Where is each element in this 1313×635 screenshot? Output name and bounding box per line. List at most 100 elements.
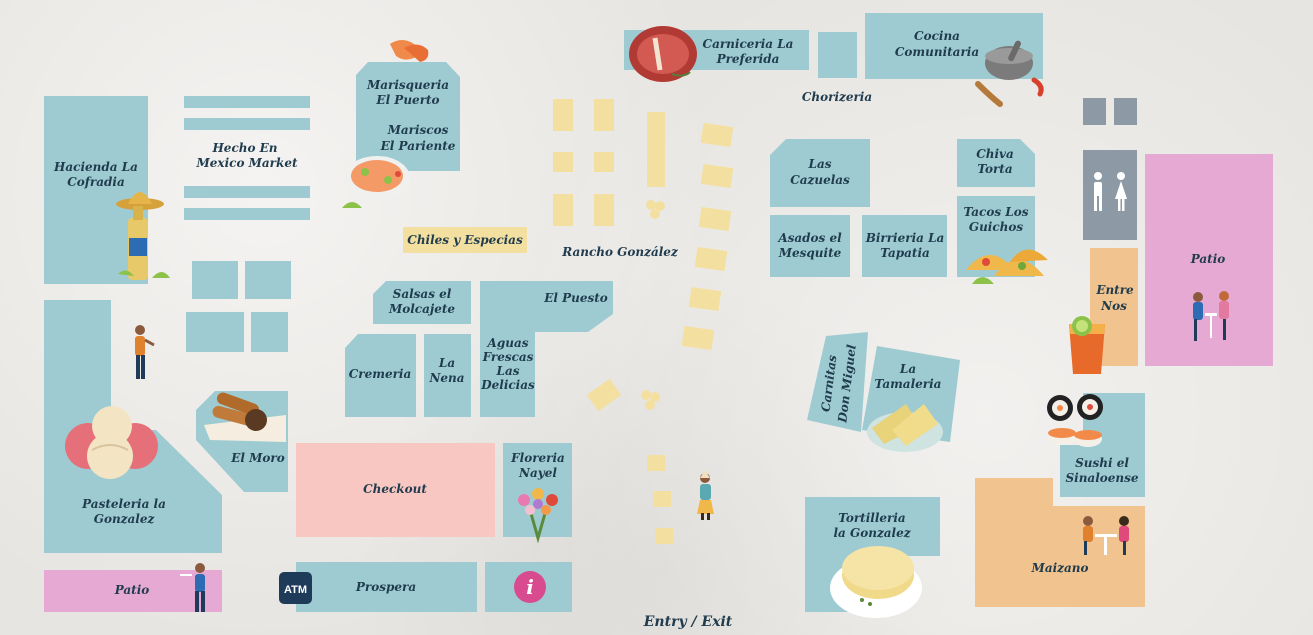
stall-hecho-en-mexico-market[interactable] [184,96,310,220]
label-cremeria: Cremeria [349,367,412,381]
label-chiles: Chiles y Especias [407,233,523,247]
atm-icon[interactable]: ATM [279,572,312,604]
label-entre-2: Nos [1100,299,1127,313]
label-aguas-1: Aguas [487,336,529,350]
checkout-area[interactable] [296,443,495,537]
label-tortilleria-1: Tortilleria [838,511,905,525]
shrimp-icon [390,40,429,62]
patio-left[interactable] [44,570,222,612]
cocktail-icon [1069,316,1105,374]
label-rancho: Rancho González [561,245,679,259]
label-cocina-2: Comunitaria [895,45,979,59]
waiter-icon [180,563,205,612]
stall-sushi-el-sinaloense[interactable] [1060,393,1145,497]
label-patio-left: Patio [114,583,150,597]
tamale-icon [867,404,943,452]
label-tamaleria-2: Tamaleria [875,377,942,391]
tortilla-icon [830,546,922,618]
molcajete-icon [975,40,1044,107]
label-prospera: Prospera [355,580,416,594]
small-stalls-left [186,261,291,352]
label-aguas-2: Frescas [482,350,534,364]
patio-people-icon [1193,291,1229,341]
label-tamaleria-1: La [899,362,916,376]
label-pasteleria-1: Pasteleria la [81,497,166,511]
stall-chorizeria[interactable] [818,32,857,78]
stall-salsas-el-molcajete[interactable] [373,281,471,324]
atm-label: ATM [284,584,307,596]
stall-prospera[interactable] [296,562,477,612]
rancho-gonzalez-crates [553,99,734,544]
label-patio-right: Patio [1190,252,1226,266]
label-asados-1: Asados el [777,231,842,245]
sombrero-bottle-icon [116,192,170,280]
label-floreria-2: Nayel [518,466,557,480]
label-carn-1: Carniceria La [703,37,794,51]
shrimp-plate-icon [342,156,410,208]
stall-asados-el-mesquite[interactable] [770,215,850,277]
stall-chiva-torta[interactable] [957,139,1035,187]
label-cazuelas-2: Cazuelas [790,173,850,187]
label-mariscos-1: Mariscos [387,123,449,137]
stall-cremeria[interactable] [345,334,416,417]
diners-icon [1083,516,1129,555]
label-pasteleria-2: Gonzalez [94,512,156,526]
label-tacos-2: Guichos [969,220,1024,234]
label-hacienda-2: Cofradia [67,175,125,189]
restrooms[interactable] [1083,150,1137,240]
stall-maizano[interactable] [975,478,1145,607]
label-floreria-1: Floreria [510,451,565,465]
label-cazuelas-1: Las [808,157,832,171]
utility-box-1 [1083,98,1106,125]
stall-marisqueria-el-puerto[interactable] [356,62,460,171]
label-tortilleria-2: la Gonzalez [833,526,911,540]
label-elpuesto: El Puesto [543,291,608,305]
stall-la-nena[interactable] [424,334,471,417]
label-checkout: Checkout [363,482,427,496]
label-elmoro: El Moro [230,451,285,465]
sushi-icon [1047,394,1103,447]
flower-bouquet-icon [518,488,558,544]
label-aguas-4: Delicias [480,378,535,392]
stall-el-puesto[interactable] [480,281,613,417]
stall-birrieria-la-tapatia[interactable] [862,215,947,277]
info-glyph: i [526,575,534,599]
pan-dulce-icon [65,406,158,479]
label-carn-2: Preferida [716,52,780,66]
label-chiva-2: Torta [977,162,1012,176]
label-chiva-1: Chiva [976,147,1014,161]
label-aguas-3: Las [496,364,520,378]
utility-box-2 [1114,98,1137,125]
stall-carnitas-don-miguel[interactable] [807,332,868,432]
label-salsas-1: Salsas el [393,287,452,301]
shopper-icon [697,470,714,520]
label-entry-exit: Entry / Exit [643,614,733,630]
label-sushi-1: Sushi el [1075,456,1129,470]
label-birrieria-1: Birrieria La [865,231,945,245]
label-entre-1: Entre [1095,283,1134,297]
label-maris-1: Marisqueria [366,78,449,92]
taco-icon [966,249,1048,284]
label-maris-2: El Puerto [375,93,439,107]
patio-right[interactable] [1145,154,1273,366]
label-chorizeria: Chorizeria [802,90,872,104]
label-sushi-2: Sinaloense [1065,471,1138,485]
stall-pasteleria-la-gonzalez[interactable] [44,300,222,553]
label-tacos-1: Tacos Los [964,205,1029,219]
restroom-icon [1094,172,1127,211]
label-carnitas-1: Carnitas [819,354,840,413]
stall-chiles-y-especias[interactable] [403,227,527,253]
label-lanena-2: Nena [428,371,464,385]
label-cocina-1: Cocina [914,29,960,43]
label-maizano: Maizano [1031,561,1089,575]
churro-icon [204,392,286,442]
stall-las-cazuelas[interactable] [770,139,870,207]
label-asados-2: Mesquite [778,246,842,260]
person-icon [135,325,155,379]
label-salsas-2: Molcajete [388,302,455,316]
label-hecho-2: Mexico Market [196,156,298,170]
label-mariscos-2: El Pariente [380,139,456,153]
info-icon[interactable]: i [514,571,546,603]
label-birrieria-2: Tapatia [880,246,930,260]
